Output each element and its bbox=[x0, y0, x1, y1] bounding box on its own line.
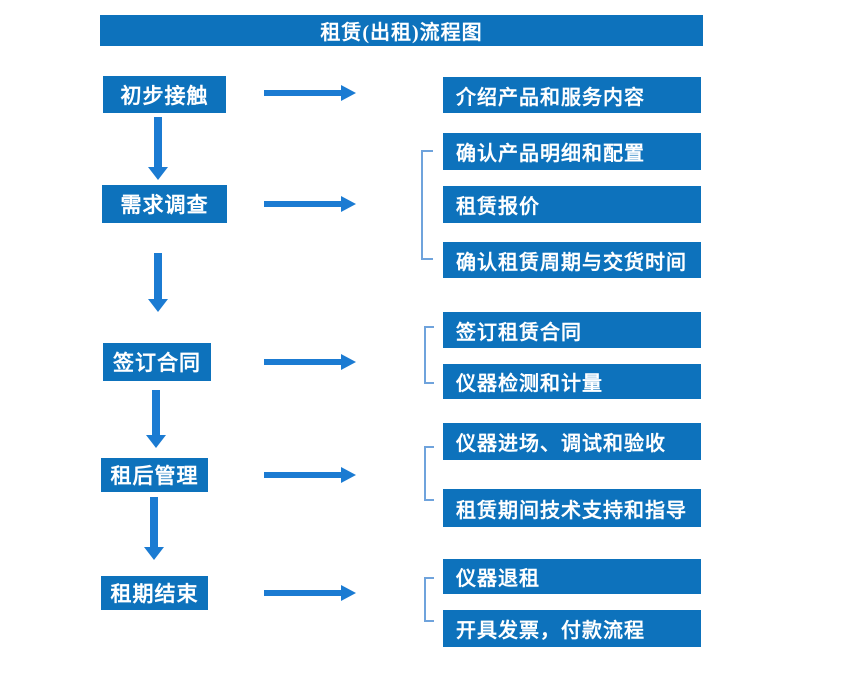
detail-box-introduce-products-services: 介绍产品和服务内容 bbox=[443, 77, 701, 113]
group-bracket-sign-contract bbox=[424, 326, 434, 384]
down-arrow-shaft bbox=[150, 497, 158, 547]
down-arrow-head-icon bbox=[148, 167, 168, 180]
detail-box-confirm-rental-period-delivery: 确认租赁周期与交货时间 bbox=[443, 242, 701, 278]
detail-box-technical-support-guidance: 租赁期间技术支持和指导 bbox=[443, 489, 701, 527]
right-arrow-shaft bbox=[264, 359, 341, 365]
right-arrow-head-icon bbox=[341, 354, 356, 370]
right-arrow-head-icon bbox=[341, 85, 356, 101]
group-bracket-demand-survey bbox=[421, 150, 433, 260]
flowchart-title: 租赁(出租)流程图 bbox=[100, 15, 703, 46]
detail-box-rental-quotation: 租赁报价 bbox=[443, 186, 701, 223]
step-box-demand-survey: 需求调查 bbox=[102, 185, 227, 223]
down-arrow-1 bbox=[148, 117, 168, 180]
right-arrow-head-icon bbox=[341, 196, 356, 212]
down-arrow-head-icon bbox=[146, 435, 166, 448]
group-bracket-rental-end bbox=[424, 577, 434, 622]
right-arrow-5 bbox=[264, 585, 356, 601]
right-arrow-1 bbox=[264, 85, 356, 101]
right-arrow-shaft bbox=[264, 90, 341, 96]
right-arrow-head-icon bbox=[341, 585, 356, 601]
down-arrow-2 bbox=[148, 253, 168, 312]
step-box-initial-contact: 初步接触 bbox=[103, 76, 226, 113]
group-bracket-post-rental bbox=[424, 446, 434, 501]
right-arrow-4 bbox=[264, 467, 356, 483]
down-arrow-head-icon bbox=[144, 547, 164, 560]
down-arrow-3 bbox=[146, 390, 166, 448]
right-arrow-2 bbox=[264, 196, 356, 212]
right-arrow-head-icon bbox=[341, 467, 356, 483]
detail-box-invoice-payment-process: 开具发票，付款流程 bbox=[443, 610, 701, 647]
step-box-rental-end: 租期结束 bbox=[101, 576, 208, 610]
detail-box-confirm-product-details-config: 确认产品明细和配置 bbox=[443, 133, 701, 170]
step-box-post-rental-management: 租后管理 bbox=[101, 458, 208, 492]
detail-box-instrument-inspection-measurement: 仪器检测和计量 bbox=[443, 364, 701, 399]
detail-box-instrument-entry-debug-acceptance: 仪器进场、调试和验收 bbox=[443, 423, 701, 460]
down-arrow-head-icon bbox=[148, 299, 168, 312]
down-arrow-shaft bbox=[154, 117, 162, 167]
down-arrow-shaft bbox=[154, 253, 162, 299]
step-box-sign-contract: 签订合同 bbox=[103, 343, 211, 381]
down-arrow-shaft bbox=[152, 390, 160, 435]
right-arrow-shaft bbox=[264, 590, 341, 596]
right-arrow-shaft bbox=[264, 472, 341, 478]
right-arrow-3 bbox=[264, 354, 356, 370]
down-arrow-4 bbox=[144, 497, 164, 560]
detail-box-instrument-return: 仪器退租 bbox=[443, 559, 701, 594]
right-arrow-shaft bbox=[264, 201, 341, 207]
detail-box-sign-rental-contract: 签订租赁合同 bbox=[443, 312, 701, 348]
